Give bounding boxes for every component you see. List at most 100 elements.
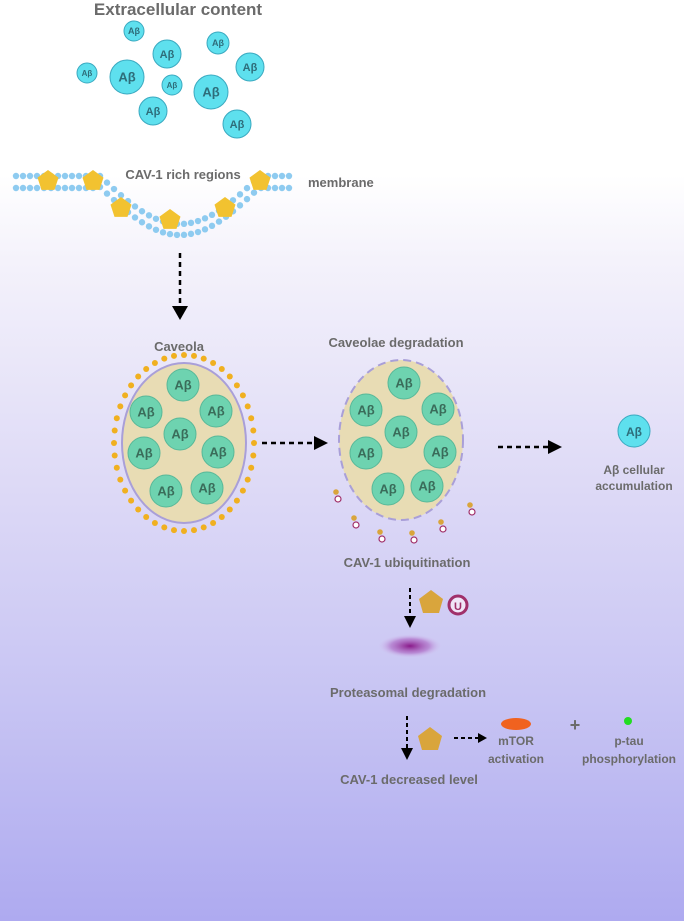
abeta-circle bbox=[421, 392, 455, 426]
lipid-head bbox=[201, 226, 209, 233]
abeta-circle bbox=[371, 472, 405, 506]
accumulated-abeta-circle bbox=[617, 414, 651, 448]
lipid-head bbox=[271, 172, 279, 180]
cav1-dot bbox=[226, 373, 233, 380]
lipid-head bbox=[75, 172, 83, 180]
ubiquitin-tag bbox=[439, 525, 447, 533]
abeta-circle bbox=[76, 62, 98, 84]
lipid-head bbox=[68, 184, 76, 192]
abeta-label: Aβ bbox=[167, 81, 178, 90]
ubiquitin-icon bbox=[447, 594, 469, 616]
cav1-dot bbox=[151, 360, 158, 366]
cav1-dot bbox=[171, 352, 177, 359]
lipid-head bbox=[243, 195, 251, 203]
abeta-label: Aβ bbox=[395, 376, 412, 391]
accumulation-label-line1: Aβ cellular bbox=[603, 463, 665, 477]
cav1-pentagon bbox=[159, 209, 181, 229]
cav1-pentagon bbox=[37, 170, 59, 190]
abeta-label: Aβ bbox=[137, 405, 154, 420]
abeta-circle bbox=[201, 435, 235, 469]
cav1-dot bbox=[122, 392, 129, 399]
cav1-dot bbox=[210, 360, 217, 366]
abeta-circle bbox=[235, 52, 265, 82]
lipid-head bbox=[208, 222, 216, 230]
cav1-dot bbox=[117, 476, 124, 483]
ubiquitination-label: CAV-1 ubiquitination bbox=[344, 555, 471, 570]
lipid-head bbox=[215, 218, 223, 225]
lipid-head bbox=[194, 228, 202, 236]
cav1-dot bbox=[111, 440, 117, 446]
cav1-dot bbox=[113, 464, 120, 471]
cav1-dot bbox=[161, 524, 168, 531]
cav1-regions-label: CAV-1 rich regions bbox=[125, 167, 240, 182]
abeta-label: Aβ bbox=[202, 85, 219, 100]
ptau-label-line1: p-tau bbox=[614, 734, 643, 748]
lipid-head bbox=[243, 184, 251, 192]
abeta-circle bbox=[190, 471, 224, 505]
abeta-label: Aβ bbox=[128, 26, 140, 36]
cav1-dot bbox=[226, 506, 233, 513]
cav1-dot bbox=[239, 487, 246, 494]
lipid-head bbox=[12, 172, 20, 180]
cav1-fragment bbox=[333, 489, 339, 495]
abeta-label: Aβ bbox=[118, 70, 135, 85]
arrowhead-proteasomal-down bbox=[401, 748, 413, 760]
abeta-circle bbox=[349, 436, 383, 470]
abeta-circle bbox=[387, 366, 421, 400]
cav1-dot bbox=[200, 524, 207, 531]
lipid-head bbox=[145, 212, 153, 219]
cav1-pentagon bbox=[214, 197, 236, 217]
lipid-head bbox=[61, 172, 69, 180]
lipid-head bbox=[278, 184, 286, 192]
lipid-head bbox=[180, 231, 188, 239]
cav1-dot bbox=[111, 427, 118, 434]
lipid-head bbox=[271, 184, 279, 192]
cav1-dot bbox=[251, 440, 257, 446]
cav1-pentagon bbox=[249, 170, 271, 190]
cav1-fragment bbox=[467, 502, 473, 508]
cav1-dot bbox=[135, 506, 142, 513]
ubiquitin-tag bbox=[334, 495, 342, 503]
lipid-head bbox=[19, 184, 27, 192]
lipid-head bbox=[285, 172, 293, 180]
cav1-dot bbox=[128, 497, 135, 504]
abeta-circle bbox=[127, 436, 161, 470]
abeta-circle bbox=[109, 59, 145, 95]
cav1-fragment bbox=[409, 530, 415, 536]
abeta-label: Aβ bbox=[209, 445, 226, 460]
abeta-label: Aβ bbox=[198, 481, 215, 496]
caveola-cav1-dots bbox=[111, 352, 257, 534]
cav1-fragment bbox=[377, 529, 383, 535]
lipid-head bbox=[278, 172, 286, 180]
arrowhead-caveola-to-degradation bbox=[314, 436, 328, 450]
ubiquitin-tag bbox=[378, 535, 386, 543]
proteasome-blob bbox=[378, 634, 442, 658]
cav1-dot bbox=[250, 452, 257, 459]
cav1-dot bbox=[250, 427, 257, 434]
abeta-label: Aβ bbox=[160, 49, 175, 61]
cav1-dot bbox=[210, 520, 217, 526]
arrowhead-membrane-to-caveola bbox=[172, 306, 188, 320]
ptau-icon bbox=[624, 717, 632, 725]
cav1-dot bbox=[191, 352, 197, 359]
membrane-label: membrane bbox=[308, 175, 374, 190]
abeta-circle bbox=[193, 74, 229, 110]
caveola-label: Caveola bbox=[154, 339, 205, 354]
lipid-head bbox=[187, 230, 195, 238]
lipid-head bbox=[138, 208, 146, 215]
cav1-dot bbox=[248, 415, 255, 422]
cav1-reduced-pentagon-icon bbox=[418, 727, 442, 750]
lipid-head bbox=[236, 191, 244, 198]
abeta-label: Aβ bbox=[146, 106, 161, 118]
abeta-circle bbox=[166, 368, 200, 402]
cav1-fragment bbox=[351, 515, 357, 521]
arrowhead-to-mtor bbox=[478, 733, 487, 743]
lipid-head bbox=[33, 184, 41, 192]
cav1-dot bbox=[181, 352, 187, 358]
abeta-label: Aβ bbox=[392, 425, 409, 440]
abeta-label: Aβ bbox=[135, 446, 152, 461]
plus-sign: + bbox=[570, 715, 581, 735]
cav1-dot bbox=[122, 487, 129, 494]
